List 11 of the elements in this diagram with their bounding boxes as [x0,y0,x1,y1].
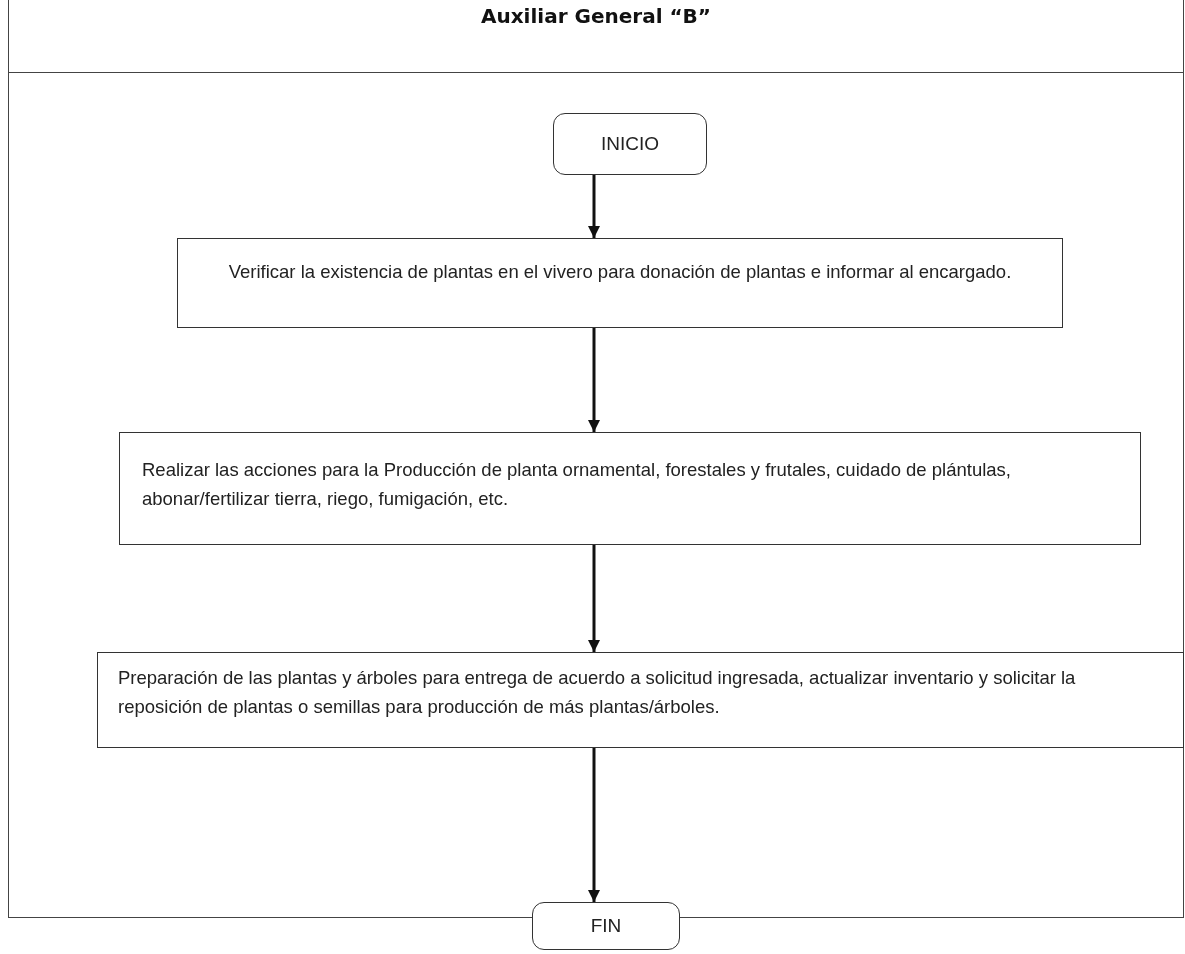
process-box: Preparación de las plantas y árboles para entrega de acuerdo a solicitud ingresada, actualizar inventario y solicitar la reposición de plantas o semillas para producción de más plantas/árboles. [97,652,1184,748]
lane-title: Auxiliar General “B” [9,0,1183,73]
flow-arrow [588,175,600,238]
process-box: Verificar la existencia de plantas en el vivero para donación de plantas e informar al encargado. [177,238,1063,328]
flow-arrow [588,748,600,902]
flow-arrow [588,545,600,652]
terminal-box: INICIO [553,113,707,175]
process-box: Realizar las acciones para la Producción de planta ornamental, forestales y frutales, cuidado de plántulas, abonar/fertilizar tierra, riego, fumigación, etc. [119,432,1141,545]
terminal-box: FIN [532,902,680,950]
flow-arrow [588,328,600,432]
swimlane-frame [8,0,1184,918]
